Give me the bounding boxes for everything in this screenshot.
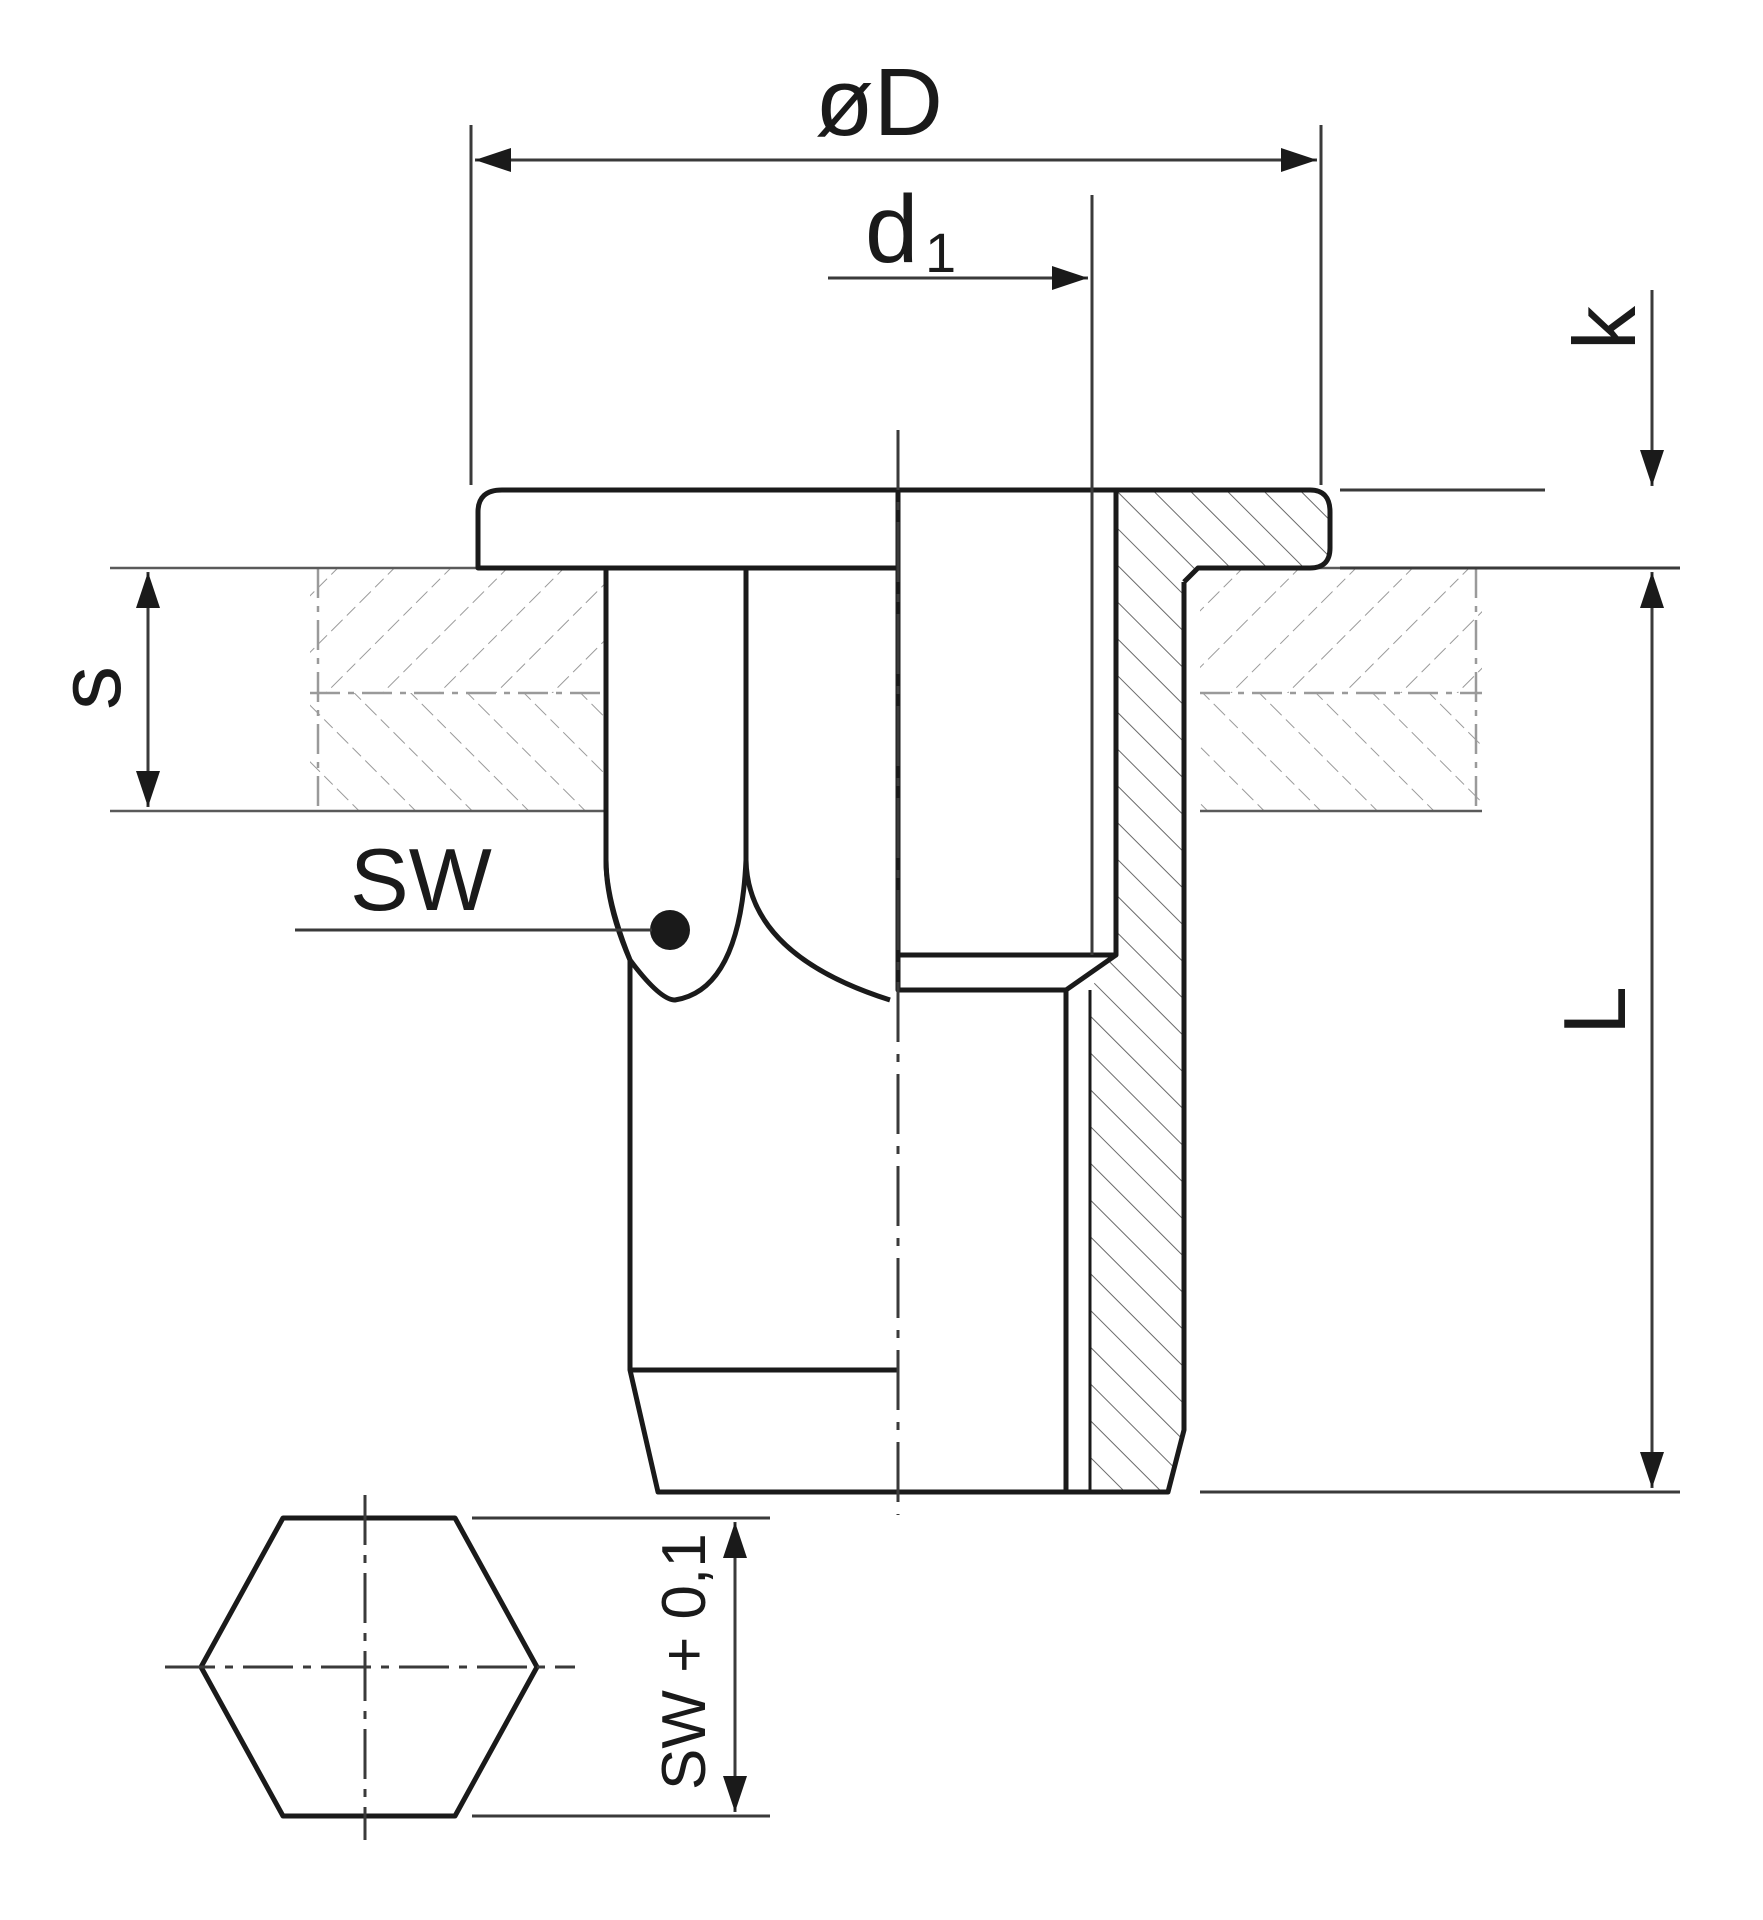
label-s: s <box>40 666 139 710</box>
dimension-L <box>1200 566 1680 1494</box>
slot-outline <box>743 568 891 1003</box>
bore <box>895 490 1069 1492</box>
label-diameter-D: øD <box>815 49 943 156</box>
dimension-d1 <box>828 195 1094 955</box>
sheet-right-lower <box>1200 693 1482 811</box>
rivet-nut-section-hatch <box>1090 490 1330 1492</box>
dimension-sw-tolerance <box>472 1516 770 1818</box>
label-k: k <box>1555 305 1654 350</box>
sheet-material <box>110 566 1482 813</box>
label-d1-subscript: 1 <box>925 221 956 284</box>
shank-left <box>603 568 1064 1495</box>
sheet-left-upper <box>310 568 605 693</box>
label-sw-tolerance: SW + 0,1 <box>650 1533 719 1790</box>
body-right-outer <box>1064 582 1187 1495</box>
hexagon-detail: SW + 0,1 <box>165 1495 770 1840</box>
label-d1: d <box>865 176 918 283</box>
dimension-diameter-D <box>469 125 1323 485</box>
sheet-left-lower <box>310 693 605 811</box>
flange <box>475 487 1333 584</box>
sheet-right-upper <box>1200 568 1482 693</box>
label-sw: SW <box>350 830 492 929</box>
label-L: L <box>1545 986 1644 1035</box>
sw-marker-dot <box>650 910 690 950</box>
